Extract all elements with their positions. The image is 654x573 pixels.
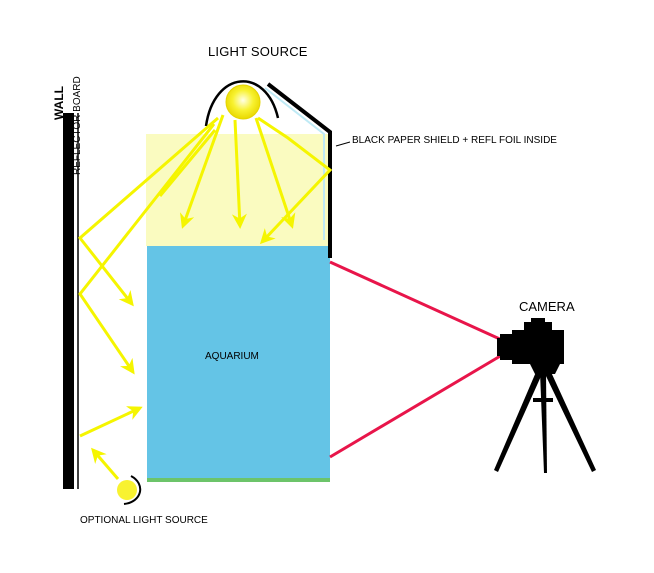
optional-bulb-reflector — [123, 475, 142, 505]
aquarium-bottom — [147, 478, 330, 482]
camera-sightline — [329, 353, 503, 459]
camera-sightline — [329, 260, 503, 342]
light-ray — [77, 116, 219, 307]
light-ray — [231, 119, 247, 229]
shield-pointer — [335, 141, 351, 147]
light-rays — [77, 114, 333, 375]
wall-label: WALL — [52, 86, 66, 120]
reflector-board-label: REFLECTOR BOARD — [72, 76, 83, 175]
camera-icon — [497, 318, 564, 364]
shield-label: BLACK PAPER SHIELD + REFL FOIL INSIDE — [352, 135, 557, 146]
bulb-reflector — [204, 80, 280, 127]
light-ray — [158, 129, 217, 197]
tripod-icon — [494, 364, 596, 473]
optional-light-bulb-icon — [117, 480, 137, 500]
light-source-label: LIGHT SOURCE — [208, 44, 308, 59]
shield-foil — [264, 87, 325, 240]
light-ray — [180, 114, 225, 229]
shield — [266, 82, 332, 258]
optional-light-ray — [79, 406, 143, 438]
optional-light-ray — [91, 447, 120, 480]
camera-label: CAMERA — [519, 299, 575, 314]
light-bulb-icon — [225, 84, 261, 120]
optional-light-rays — [79, 406, 143, 480]
wall — [63, 113, 74, 489]
aquarium-label: AQUARIUM — [205, 351, 259, 362]
light-ray — [78, 123, 216, 375]
light-ray — [257, 116, 333, 245]
optional-light-source-label: OPTIONAL LIGHT SOURCE — [80, 515, 208, 526]
camera-sightlines — [329, 260, 503, 459]
aquarium — [147, 246, 330, 478]
light-ray — [254, 117, 296, 229]
